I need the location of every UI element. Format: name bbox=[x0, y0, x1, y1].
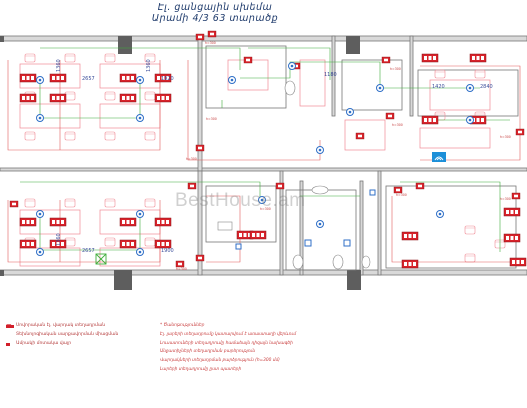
legend-text: Սովորական էլ. վարդակ տեղադրման bbox=[16, 323, 106, 328]
height-label: h=300 bbox=[206, 117, 217, 121]
dim-label: 1900 bbox=[161, 248, 174, 254]
outlets bbox=[19, 53, 527, 269]
light-fixtures bbox=[36, 62, 474, 256]
wifi-icon bbox=[432, 152, 446, 162]
height-label: h=300 bbox=[176, 267, 187, 271]
legend-text: Ամրակի մոտակա վայր bbox=[16, 341, 72, 346]
legend-row: Տեխնոլոգիական սարքավորման միացման bbox=[6, 332, 146, 338]
height-label: h=300 bbox=[260, 207, 271, 211]
dim-label: 2657 bbox=[82, 76, 95, 82]
dim-label: 1360 bbox=[56, 233, 62, 246]
height-label: h=300 bbox=[500, 197, 511, 201]
title-line-2: Արամի 4/3 63 տարածք bbox=[151, 13, 279, 24]
wall-pillars bbox=[0, 36, 361, 290]
notes-line: * Ծանոթություններ bbox=[160, 323, 205, 328]
legend-left: ▬ Սովորական էլ. վարդակ տեղադրման Տեխնոլո… bbox=[6, 323, 146, 350]
height-label: h=300 bbox=[500, 135, 511, 139]
height-label: h=300 bbox=[205, 41, 216, 45]
notes-line: Անջատիչների տեղադրման բարձրություն bbox=[160, 349, 256, 355]
dim-label: 1360 bbox=[56, 59, 62, 72]
bathroom-fixtures bbox=[217, 80, 371, 270]
legend-text: Տեխնոլոգիական սարքավորման միացման bbox=[16, 332, 119, 337]
lighting-wiring bbox=[20, 47, 510, 252]
notes-line: Լարերի տեղադրումը ըստ պատերի bbox=[160, 366, 242, 372]
walls bbox=[0, 35, 527, 276]
dimension-labels: 2657 1360 1920 1360 1420 2840 2657 1360 … bbox=[56, 59, 493, 254]
legend-row: Ամրակի մոտակա վայր bbox=[6, 341, 146, 347]
small-outlets bbox=[9, 30, 525, 268]
dim-label: 2840 bbox=[480, 84, 493, 90]
height-label: h=300 bbox=[390, 67, 401, 71]
height-label: h=300 bbox=[186, 157, 197, 161]
dim-label: 1360 bbox=[146, 59, 152, 72]
light-switch-marker bbox=[95, 253, 107, 265]
dim-label: 2657 bbox=[82, 248, 95, 254]
height-label: h=300 bbox=[396, 193, 407, 197]
notes-line: Էլ. լարերի տեղադրումը կատարվում է առաստա… bbox=[160, 331, 297, 337]
legend-row: ▬ Սովորական էլ. վարդակ տեղադրման bbox=[6, 323, 146, 329]
switches bbox=[235, 189, 376, 250]
notes-line: Լուսատուների տեղադրումը համաձայն դիզայն … bbox=[160, 340, 293, 346]
legend-symbol: ▬ bbox=[6, 322, 12, 329]
dim-label: 1920 bbox=[161, 76, 174, 82]
plan-title: Էլ. ցանցային սխեմա Արամի 4/3 63 տարածք bbox=[140, 2, 290, 24]
outlet-height-labels: h=300 h=300 h=300 h=300 h=300 h=300 h=30… bbox=[176, 41, 511, 271]
dim-label: 1180 bbox=[324, 72, 337, 78]
notes: * Ծանոթություններ Էլ. լարերի տեղադրումը … bbox=[160, 322, 390, 375]
height-label: h=300 bbox=[392, 123, 403, 127]
notes-line: Վարդակների տեղադրման բարձրություն (h=300… bbox=[160, 358, 280, 364]
title-line-1: Էլ. ցանցային սխեմա bbox=[157, 2, 273, 13]
dim-label: 1420 bbox=[432, 84, 445, 90]
watermark: BestHouse.am bbox=[175, 190, 306, 211]
legend-symbols bbox=[6, 325, 14, 346]
